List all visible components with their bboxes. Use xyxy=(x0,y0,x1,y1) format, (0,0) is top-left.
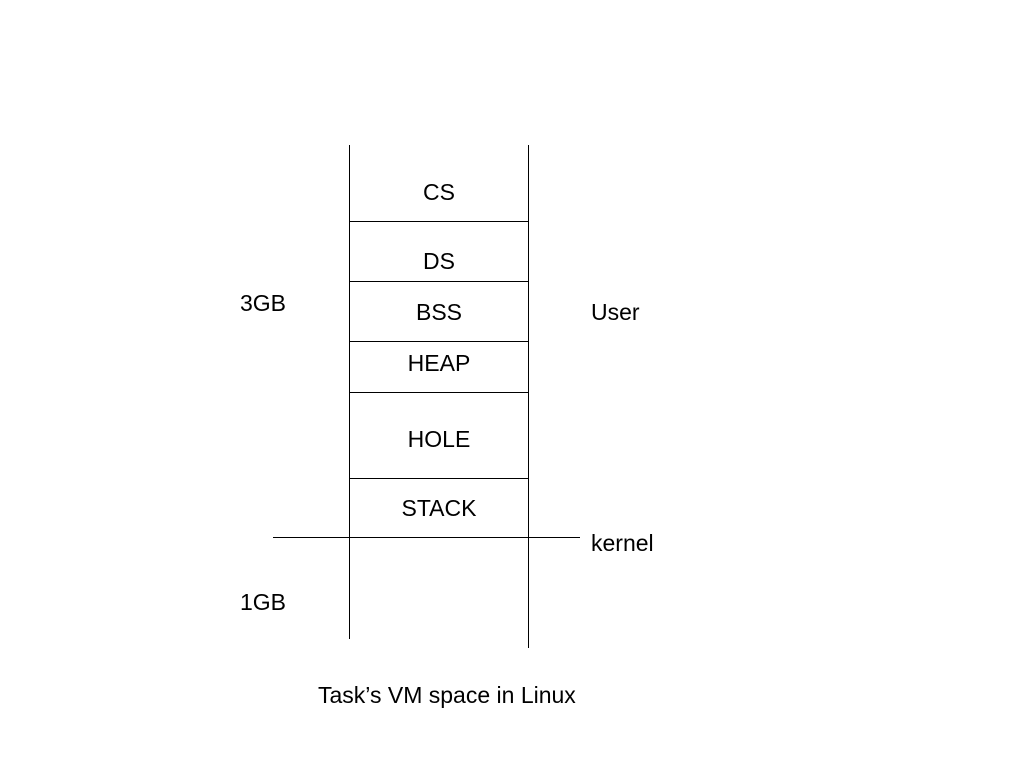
segment-label-heap: HEAP xyxy=(407,350,471,376)
segment-label-bss: BSS xyxy=(415,299,463,325)
segment-label-stack: STACK xyxy=(401,495,477,521)
column-right-border xyxy=(528,145,529,648)
segment-label-hole: HOLE xyxy=(407,426,471,452)
segment-divider xyxy=(349,392,529,393)
region-label-user: User xyxy=(591,299,640,325)
user-kernel-boundary xyxy=(273,537,580,538)
segment-label-cs: CS xyxy=(423,179,455,205)
segment-label-ds: DS xyxy=(423,248,455,274)
segment-divider xyxy=(349,281,529,282)
size-label-kernel: 1GB xyxy=(240,589,287,615)
diagram-caption: Task’s VM space in Linux xyxy=(318,682,576,708)
segment-divider xyxy=(349,341,529,342)
segment-divider xyxy=(349,221,529,222)
segment-divider xyxy=(349,478,529,479)
region-label-kernel: kernel xyxy=(591,530,654,556)
size-label-user: 3GB xyxy=(240,290,287,316)
